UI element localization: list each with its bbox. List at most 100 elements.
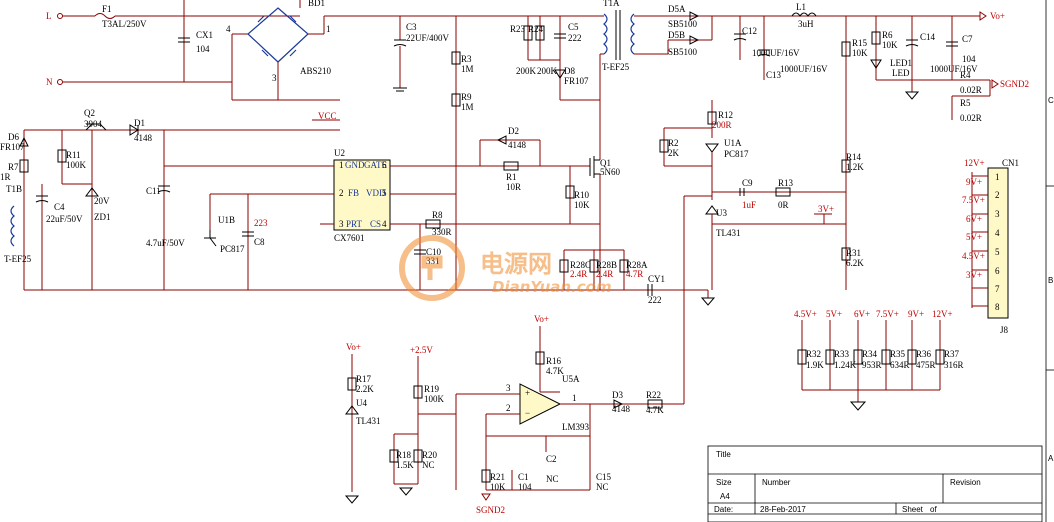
svg-text:7.5V+: 7.5V+ [962, 195, 985, 205]
svg-text:4.7K: 4.7K [646, 405, 664, 415]
zone-b: B [1048, 276, 1053, 285]
svg-text:7.5V+: 7.5V+ [876, 309, 899, 319]
of-label: of [930, 505, 937, 514]
svg-text:SB5100: SB5100 [668, 19, 698, 29]
svg-text:6V+: 6V+ [966, 214, 982, 224]
mosfet-q1: Q1 5N60 [589, 156, 620, 178]
svg-text:R35: R35 [890, 349, 906, 359]
svg-text:+: + [525, 388, 530, 398]
ic-u2-cx7601: U2 CX7601 GND GATE FB VDD PRT CS 123 654 [333, 148, 391, 243]
svg-text:−: − [525, 408, 530, 418]
svg-text:R16: R16 [546, 356, 562, 366]
svg-text:3904: 3904 [84, 119, 103, 129]
svg-text:R11: R11 [66, 150, 81, 160]
transformer-t1a: T1A T-EF25 [599, 0, 635, 160]
svg-text:T-EF25: T-EF25 [602, 62, 630, 72]
svg-text:104: 104 [518, 482, 532, 492]
svg-text:6.2K: 6.2K [846, 258, 864, 268]
svg-text:104: 104 [196, 44, 210, 54]
svg-text:C11: C11 [146, 186, 161, 196]
ac-input: L N F1 T3AL/250V CX1 104 [46, 0, 300, 87]
svg-text:C1: C1 [518, 472, 529, 482]
svg-text:R21: R21 [490, 472, 505, 482]
svg-text:D5B: D5B [668, 30, 685, 40]
svg-text:316R: 316R [944, 360, 964, 370]
revision-label: Revision [950, 478, 981, 487]
svg-text:1000UF/16V: 1000UF/16V [780, 64, 828, 74]
svg-text:VDD: VDD [366, 188, 386, 198]
svg-text:12V+: 12V+ [932, 309, 953, 319]
svg-text:CY1: CY1 [648, 274, 665, 284]
svg-text:C12: C12 [742, 26, 757, 36]
svg-text:3: 3 [339, 219, 344, 229]
svg-text:R15: R15 [852, 38, 868, 48]
svg-text:R28A: R28A [626, 260, 648, 270]
svg-text:R7: R7 [8, 162, 19, 172]
svg-text:R13: R13 [778, 178, 794, 188]
svg-text:Vo+: Vo+ [346, 342, 361, 352]
svg-text:7: 7 [995, 284, 1000, 294]
svg-text:R37: R37 [944, 349, 960, 359]
svg-text:10R: 10R [506, 182, 521, 192]
svg-text:PC817: PC817 [220, 244, 245, 254]
svg-text:634R: 634R [890, 360, 910, 370]
svg-text:331: 331 [426, 256, 440, 266]
svg-text:CX7601: CX7601 [334, 233, 365, 243]
svg-text:U4: U4 [356, 398, 367, 408]
title-block: Title Size A4 Number Revision Date: 28-F… [707, 445, 1043, 522]
svg-text:475R: 475R [916, 360, 936, 370]
svg-text:C5: C5 [568, 22, 579, 32]
svg-text:9V+: 9V+ [966, 177, 982, 187]
svg-text:C9: C9 [742, 178, 753, 188]
svg-text:T1A: T1A [603, 0, 620, 8]
svg-text:330R: 330R [432, 227, 452, 237]
svg-text:R4: R4 [960, 70, 971, 80]
svg-text:Vo+: Vo+ [534, 314, 549, 324]
svg-text:12V+: 12V+ [964, 158, 985, 168]
svg-text:R23: R23 [510, 24, 526, 34]
svg-text:D2: D2 [508, 126, 519, 136]
svg-text:2: 2 [339, 188, 344, 198]
svg-text:2.4R: 2.4R [596, 269, 613, 279]
svg-text:SGND2: SGND2 [476, 505, 505, 515]
svg-text:Q1: Q1 [600, 158, 611, 168]
svg-text:2.2K: 2.2K [356, 384, 374, 394]
svg-text:FR107: FR107 [0, 142, 25, 152]
svg-text:2: 2 [995, 190, 1000, 200]
svg-text:C13: C13 [766, 70, 782, 80]
svg-text:PC817: PC817 [724, 149, 749, 159]
svg-text:5N60: 5N60 [600, 167, 620, 177]
watermark-logo: 电源网 DianYuan.com [399, 235, 612, 301]
svg-text:1.5K: 1.5K [396, 460, 414, 470]
svg-text:R9: R9 [461, 92, 472, 102]
svg-text:R28C: R28C [570, 260, 591, 270]
line-L-label: L [46, 11, 52, 21]
svg-text:D5A: D5A [668, 4, 686, 14]
svg-text:R33: R33 [834, 349, 850, 359]
svg-text:10K: 10K [574, 200, 590, 210]
svg-text:4.7R: 4.7R [626, 269, 643, 279]
svg-text:1: 1 [339, 160, 344, 170]
svg-text:TL431: TL431 [716, 228, 741, 238]
svg-text:5: 5 [382, 188, 387, 198]
svg-text:C3: C3 [406, 22, 417, 32]
svg-text:R5: R5 [960, 98, 971, 108]
svg-text:200K: 200K [537, 66, 558, 76]
shunt-regulator-u4 [345, 405, 359, 415]
svg-text:D6: D6 [8, 132, 19, 142]
svg-text:C4: C4 [54, 202, 65, 212]
svg-text:D3: D3 [612, 390, 623, 400]
svg-text:C10: C10 [426, 247, 442, 257]
svg-text:4.7K: 4.7K [546, 366, 564, 376]
svg-text:C14: C14 [920, 32, 936, 42]
svg-text:Q2: Q2 [84, 108, 95, 118]
svg-text:T3AL/250V: T3AL/250V [102, 19, 147, 29]
inductor-l1 [791, 12, 817, 17]
svg-text:4148: 4148 [508, 140, 527, 150]
svg-text:R14: R14 [846, 152, 862, 162]
svg-text:R32: R32 [806, 349, 821, 359]
svg-text:D8: D8 [564, 66, 575, 76]
svg-text:T-EF25: T-EF25 [4, 254, 32, 264]
